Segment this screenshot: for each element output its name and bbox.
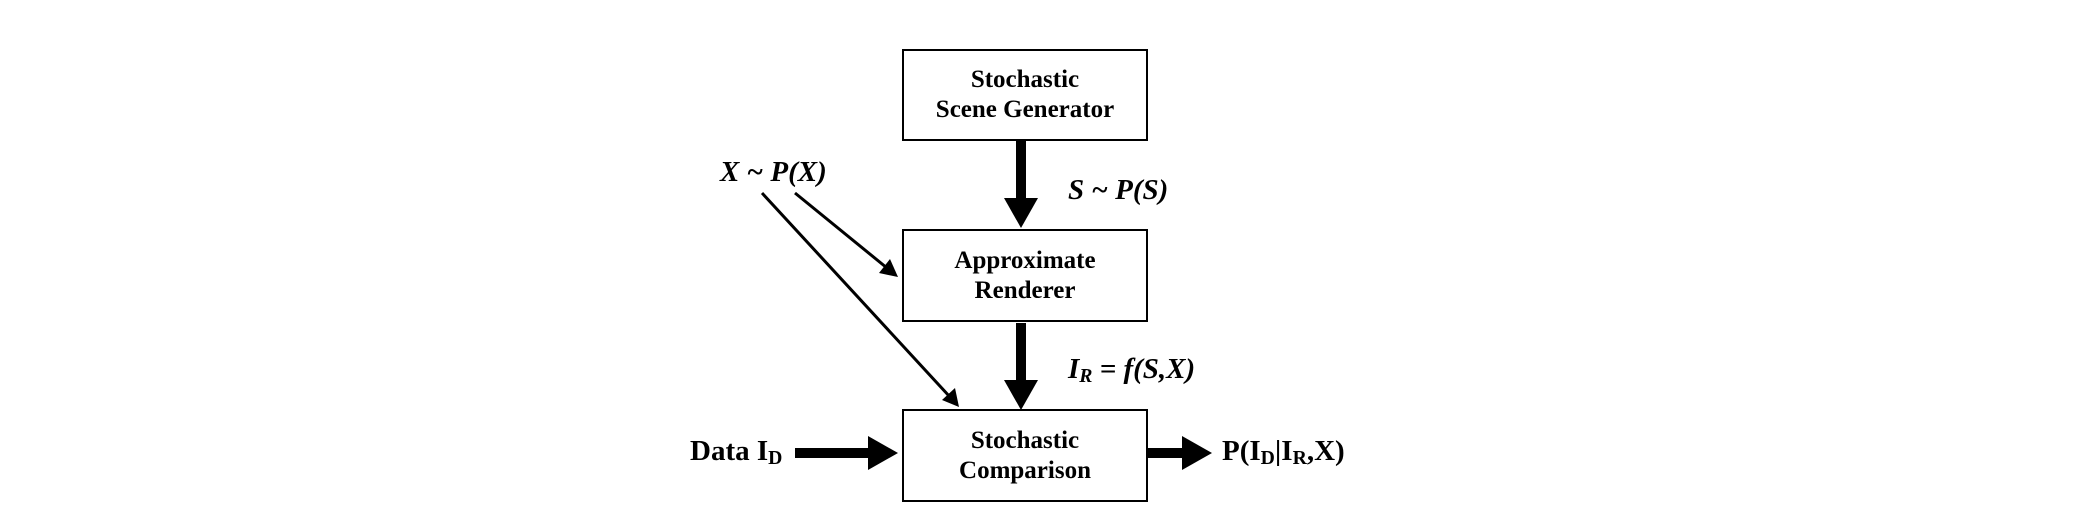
prior-x-label: X ~ P(X)	[720, 156, 827, 188]
scene-generator-line2: Scene Generator	[935, 96, 1115, 123]
approximate-renderer-box: Approximate Renderer	[902, 229, 1148, 322]
arrow-x-to-comparison	[760, 191, 959, 407]
arrow-comparison-to-output	[1148, 436, 1212, 470]
arrow-renderer-to-comparison	[1004, 323, 1038, 410]
arrow-generator-to-renderer	[1004, 141, 1038, 228]
scene-generator-line1: Stochastic	[970, 66, 1080, 93]
renderer-line2: Renderer	[974, 276, 1076, 304]
scene-generator-box: Stochastic Scene Generator	[902, 49, 1148, 141]
output-probability-label: P(ID|IR,X)	[1222, 435, 1345, 470]
arrow-x-to-renderer	[794, 191, 898, 277]
stochastic-comparison-box: Stochastic Comparison	[902, 409, 1148, 502]
comparison-line2: Comparison	[959, 456, 1091, 484]
renderer-line1: Approximate	[954, 246, 1096, 274]
comparison-line1: Stochastic	[970, 426, 1080, 454]
data-input-label: Data ID	[690, 435, 783, 470]
rendered-image-label: IR = f(S,X)	[1068, 353, 1196, 388]
arrow-data-to-comparison	[795, 436, 898, 470]
prior-s-label: S ~ P(S)	[1068, 174, 1169, 206]
